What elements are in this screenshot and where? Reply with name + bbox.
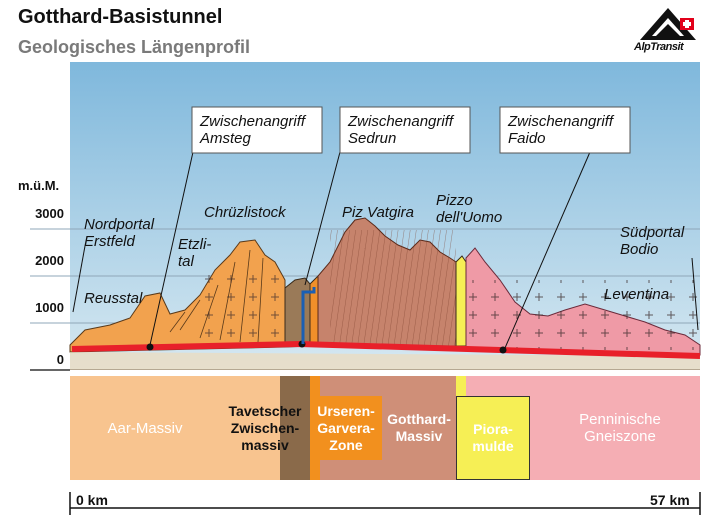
y-axis-unit: m.ü.M. (18, 178, 60, 193)
alptransit-logo (640, 8, 696, 40)
scale-end: 57 km (650, 492, 690, 508)
label-etzlital: Etzli- tal (178, 236, 212, 270)
page-subtitle: Geologisches Längenprofil (18, 37, 251, 57)
callout-amsteg: Zwischenangriff Amsteg (200, 113, 306, 147)
y-tick-3000: 3000 (35, 206, 64, 221)
label-nordportal: Nordportal Erstfeld (84, 216, 155, 250)
label-piz-vatgira: Piz Vatgira (342, 204, 414, 221)
callout-line-amsteg (149, 151, 194, 346)
label-leventina: Leventina (604, 286, 670, 303)
callout-box-faido (499, 106, 631, 154)
zone-label-pennin: Penninische Gneiszone (579, 411, 661, 445)
terrain-tavetsch (284, 277, 311, 348)
label-reusstal: Reusstal (84, 290, 143, 307)
callout-line-sued (691, 257, 699, 331)
callout-box-sedrun (339, 106, 471, 154)
y-tick-2000: 2000 (35, 253, 64, 268)
callout-box-amsteg (191, 106, 323, 154)
rock-below-tunnel (70, 352, 700, 370)
callout-line-faido (504, 151, 591, 349)
zone-label-piora: Piora- mulde (456, 396, 530, 480)
zone-rect-aar (70, 376, 280, 480)
tunnel-node-faido (499, 346, 507, 354)
callout-line-sedrun (304, 151, 341, 286)
callout-faido: Zwischenangriff Faido (508, 113, 614, 147)
tunnel-line (71, 340, 701, 359)
zone-label-tavetsch: Tavetscher Zwischen- massiv (228, 402, 302, 453)
scale-start: 0 km (76, 492, 108, 508)
zone-label-gotthard: Gotthard- Massiv (387, 411, 451, 444)
page-title: Gotthard-Basistunnel (18, 6, 223, 28)
terrain-piora (455, 255, 467, 347)
y-tick-1000: 1000 (35, 300, 64, 315)
callout-line-nord (72, 245, 86, 313)
label-suedportal: Südportal Bodio (620, 224, 685, 258)
label-chruezlistock: Chrüzlistock (204, 204, 286, 221)
y-tick-0: 0 (56, 352, 64, 367)
label-pizzo-uomo: Pizzo dell'Uomo (436, 192, 503, 226)
callout-sedrun: Zwischenangriff Sedrun (348, 113, 454, 147)
zone-label-aar: Aar-Massiv (107, 419, 183, 437)
logo-brand: AlpTransit (634, 41, 684, 53)
zone-rect-tavetsch (280, 376, 310, 480)
tunnel-node-amsteg (146, 343, 154, 351)
sedrun-shaft (301, 287, 316, 344)
zone-label-urseren: Urseren- Garvera- Zone (310, 396, 382, 460)
